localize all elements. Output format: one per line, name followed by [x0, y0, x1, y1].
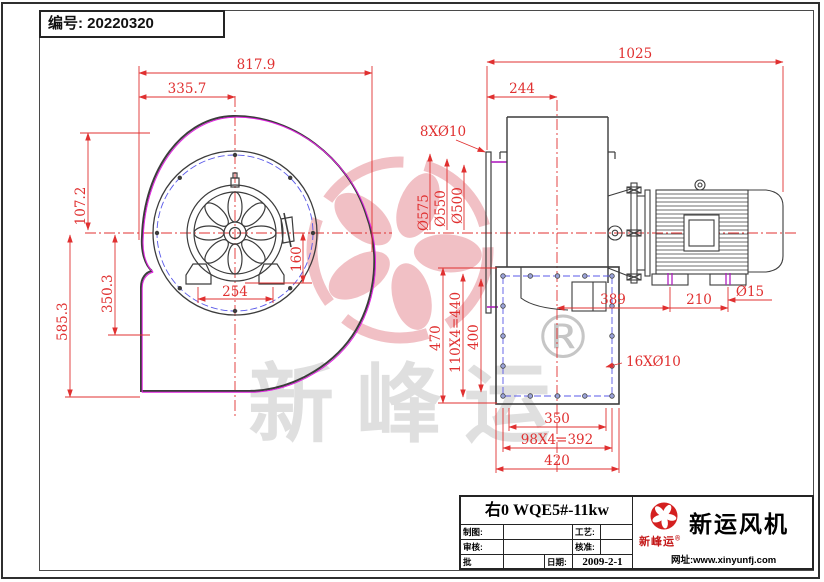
side-view-dim-texts: 1025 244 8XØ10 Ø575 Ø550 Ø500 470 110X4=…: [416, 46, 764, 469]
company-block: 新峰运® 新运风机 网址:www.xinyunfj.com: [633, 497, 814, 568]
process-label: 工艺:: [573, 525, 601, 539]
flange-bolts: [626, 186, 642, 281]
top-fitting-cap: [232, 172, 238, 179]
dim-outlet-open-w: 350: [544, 411, 570, 427]
impeller: [185, 172, 295, 285]
checked-label: 审核:: [461, 540, 504, 554]
dim-total-height: 585.3: [55, 302, 71, 341]
verify-label: 核准:: [573, 540, 601, 554]
dim-outlet-bolts-w: 98X4=392: [521, 432, 593, 448]
drawn-value: [504, 525, 573, 539]
dim-foot-span: 210: [686, 292, 712, 308]
serial-number-box: 编号: 20220320: [39, 10, 225, 38]
dim-flange-od: Ø575: [416, 194, 432, 231]
eyebolt: [694, 179, 706, 191]
dim-feet-span: 254: [222, 284, 248, 300]
dim-total-length: 1025: [618, 46, 652, 62]
title-block-left: 右0 WQE5#-11kw 制图: 工艺: 审核: 核准: 批 日期: 2009…: [461, 497, 633, 568]
dim-center-height: 350.3: [100, 274, 116, 313]
side-view-dimensions: [427, 59, 784, 473]
company-brand: 新峰运®: [639, 533, 681, 549]
dim-outlet-bolts-v: 110X4=440: [448, 292, 464, 373]
dim-inlet-dia: Ø500: [450, 187, 466, 224]
watermark-brand-text: 新峰运: [248, 355, 572, 455]
inlet-collar-circle: [152, 150, 318, 316]
company-brand-text: 新峰运: [639, 536, 675, 548]
dim-center-to-foot: 389: [600, 292, 626, 308]
motor: [651, 179, 784, 286]
watermark-registered: ®: [533, 303, 593, 373]
fan-housing: [506, 116, 609, 283]
bearing-bracket: [607, 182, 651, 284]
title-block-row-3: 批 日期: 2009-2-1: [461, 555, 633, 568]
dim-foot-hole: Ø15: [736, 284, 764, 300]
watermark-flower: [306, 156, 494, 344]
verify-value: [601, 540, 632, 554]
serial-number: 编号: 20220320: [48, 15, 154, 32]
approve-label: 批: [461, 555, 504, 568]
inner-frame: [39, 10, 814, 571]
side-view: 1025 244 8XØ10 Ø575 Ø550 Ø500 470 110X4=…: [416, 46, 796, 473]
foot-bolt-marks: [667, 273, 731, 285]
inlet-flange: [485, 151, 616, 314]
drawn-label: 制图:: [461, 525, 504, 539]
dim-bolt-circle: Ø550: [433, 190, 449, 227]
front-view-dim-texts: 817.9 335.7 107.2 585.3 350.3 254 160: [55, 57, 305, 341]
company-brand-reg: ®: [675, 535, 682, 543]
front-view-dimensions: [65, 66, 373, 398]
process-value: [601, 525, 632, 539]
date-label: 日期:: [545, 555, 573, 568]
terminal-bracket: [280, 216, 295, 244]
company-logo-icon: [650, 502, 678, 530]
title-block: 右0 WQE5#-11kw 制图: 工艺: 审核: 核准: 批 日期: 2009…: [459, 495, 814, 570]
title-block-row-2: 审核: 核准:: [461, 540, 633, 555]
bolt-dots: [154, 152, 316, 314]
motor-foot-left: [185, 263, 212, 285]
dim-feet-offset: 160: [289, 246, 305, 272]
company-website: 网址:www.xinyunfj.com: [671, 555, 777, 566]
label-outlet-holes: 16XØ10: [626, 354, 681, 370]
dim-outlet-open-h: 400: [466, 324, 482, 350]
motor-foot-pad-right: [709, 273, 747, 286]
motor-foot-pad-left: [651, 273, 689, 286]
checked-value: [504, 540, 573, 554]
front-view: 817.9 335.7 107.2 585.3 350.3 254 160: [55, 57, 392, 418]
company-name: 新运风机: [689, 512, 789, 538]
dim-top-height: 107.2: [73, 187, 89, 226]
label-inlet-holes: 8XØ10: [420, 124, 466, 140]
dim-center-width: 335.7: [168, 81, 207, 97]
dim-inlet-depth: 244: [509, 81, 535, 97]
approve-value: [504, 555, 545, 568]
motor-foot-right: [258, 263, 285, 285]
shaft-end: [607, 225, 623, 241]
outlet-flange-box: [495, 266, 620, 405]
dim-outlet-flange-h: 470: [428, 325, 444, 351]
motor-end-cap: [748, 189, 784, 273]
date-value: 2009-2-1: [582, 556, 623, 568]
drawing-title: 右0 WQE5#-11kw: [461, 497, 633, 525]
dim-total-width: 817.9: [237, 57, 276, 73]
volute-outline: [140, 114, 376, 393]
dim-outlet-flange-w: 420: [544, 453, 570, 469]
title-block-row-1: 制图: 工艺:: [461, 525, 633, 540]
